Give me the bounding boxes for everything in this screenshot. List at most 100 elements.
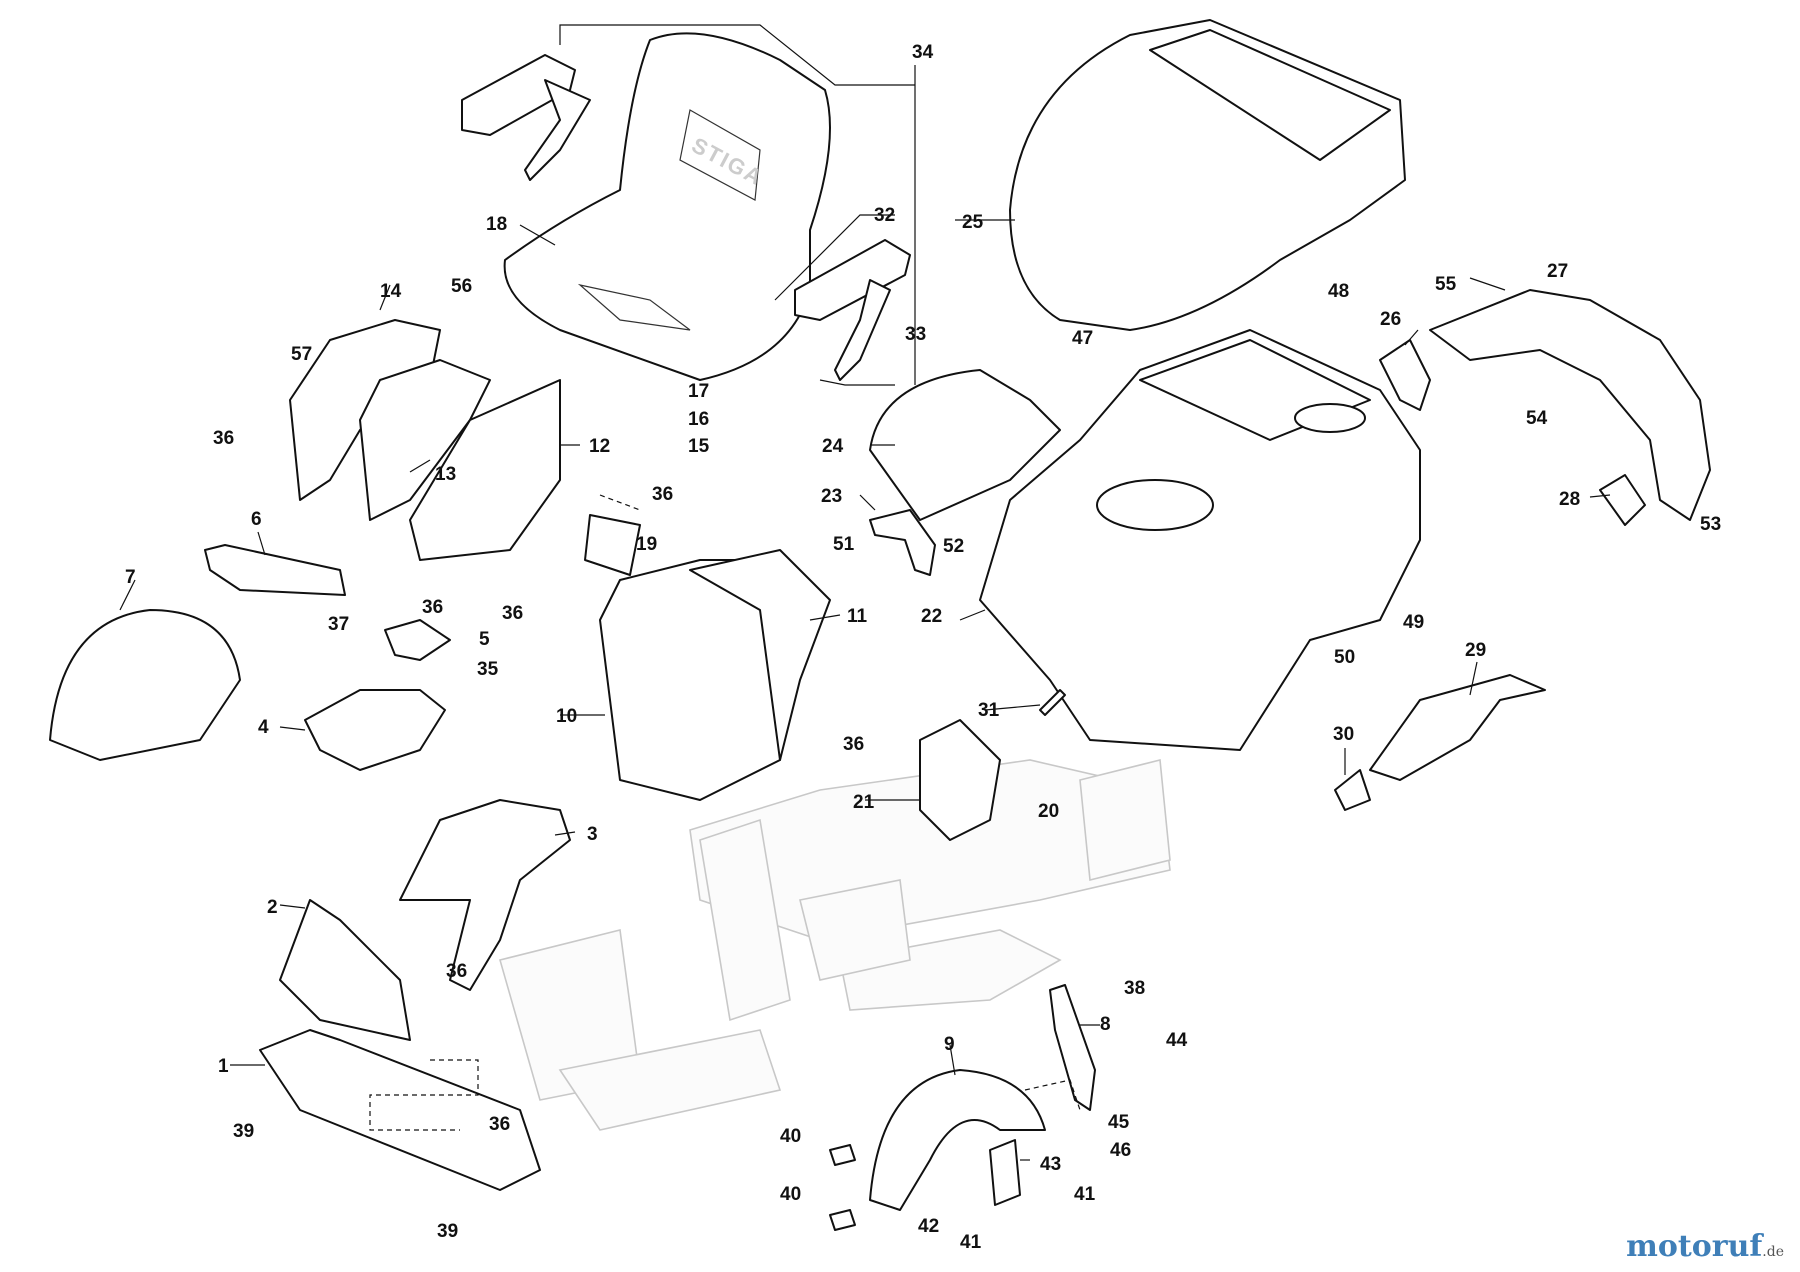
callout-31: 31: [978, 700, 1000, 721]
callout-43: 43: [1040, 1154, 1061, 1175]
clip-40a-part: [829, 1144, 856, 1166]
callout-9: 9: [944, 1034, 955, 1055]
callout-36a: 36: [213, 428, 234, 449]
console-right-part: [409, 379, 561, 561]
callout-1: 1: [218, 1056, 229, 1077]
callout-41b: 41: [960, 1232, 982, 1253]
callout-39a: 39: [233, 1121, 254, 1142]
callout-18: 18: [486, 214, 507, 235]
part-4-shape: [304, 689, 446, 771]
callout-15: 15: [688, 436, 710, 457]
callout-7: 7: [125, 567, 136, 588]
callout-44: 44: [1166, 1030, 1188, 1051]
callout-45: 45: [1108, 1112, 1130, 1133]
panel-24-part: [869, 369, 1061, 521]
callout-32: 32: [874, 205, 895, 226]
side-panel-29-part: [1369, 674, 1546, 781]
callout-36e: 36: [843, 734, 864, 755]
callout-51: 51: [833, 534, 855, 555]
callout-56: 56: [451, 276, 472, 297]
bracket-30-part: [1334, 769, 1371, 811]
bumper-1-part: [259, 1029, 541, 1191]
callout-30: 30: [1333, 724, 1354, 745]
pin-31-part: [1039, 689, 1066, 716]
callout-39b: 39: [437, 1221, 458, 1242]
dash-box-part: [599, 549, 831, 801]
callout-14: 14: [380, 281, 402, 302]
callout-23: 23: [821, 486, 842, 507]
part-3-shape: [399, 799, 571, 991]
callout-46: 46: [1110, 1140, 1131, 1161]
armrest-left-part: [461, 54, 591, 181]
callout-49: 49: [1403, 612, 1424, 633]
hood-top-part: [1009, 19, 1406, 331]
callout-53: 53: [1700, 514, 1721, 535]
callout-10: 10: [556, 706, 577, 727]
watermark-suffix: .de: [1762, 1244, 1784, 1260]
plate-19-part: [584, 514, 641, 576]
callout-47: 47: [1072, 328, 1093, 349]
callout-36d: 36: [502, 603, 523, 624]
callout-55: 55: [1435, 274, 1457, 295]
callout-40b: 40: [780, 1184, 801, 1205]
callout-42: 42: [918, 1216, 939, 1237]
fender-9-part: [869, 1069, 1046, 1211]
seat-part: STIGA: [503, 32, 831, 381]
leader-lines: [119, 24, 1611, 1161]
callout-8: 8: [1100, 1014, 1111, 1035]
plate-6-part: [204, 544, 346, 596]
wheel-cover-7-part: [49, 609, 241, 761]
clip-28-part: [1599, 474, 1646, 526]
callout-38: 38: [1124, 978, 1145, 999]
callout-29: 29: [1465, 640, 1486, 661]
body-shroud-part: [979, 329, 1421, 751]
callout-13: 13: [435, 464, 456, 485]
callout-19: 19: [636, 534, 657, 555]
callout-34: 34: [912, 42, 934, 63]
callout-36f: 36: [446, 961, 467, 982]
callout-28: 28: [1559, 489, 1580, 510]
callout-50: 50: [1334, 647, 1355, 668]
callout-33: 33: [905, 324, 926, 345]
part-43-shape: [989, 1139, 1021, 1206]
callout-36g: 36: [489, 1114, 510, 1135]
callout-25: 25: [962, 212, 984, 233]
callout-36c: 36: [422, 597, 443, 618]
callout-40a: 40: [780, 1126, 801, 1147]
rear-fender-part: [1429, 289, 1711, 521]
watermark-logo: motoruf.de: [1626, 1229, 1784, 1264]
callout-17: 17: [688, 381, 709, 402]
callout-57: 57: [291, 344, 312, 365]
clip-40b-part: [829, 1209, 856, 1231]
watermark-name: motoruf: [1626, 1229, 1763, 1264]
callout-20: 20: [1038, 801, 1059, 822]
callout-36b: 36: [652, 484, 673, 505]
callout-35: 35: [477, 659, 499, 680]
callout-2: 2: [267, 897, 278, 918]
callout-37: 37: [328, 614, 349, 635]
callout-12: 12: [589, 436, 610, 457]
bracket-23-part: [869, 509, 936, 576]
callout-27: 27: [1547, 261, 1568, 282]
callout-41a: 41: [1074, 1184, 1096, 1205]
chassis-frame: [499, 758, 1171, 1131]
callout-48: 48: [1328, 281, 1349, 302]
callout-54: 54: [1526, 408, 1548, 429]
callout-5: 5: [479, 629, 490, 650]
callout-26: 26: [1380, 309, 1401, 330]
callout-numbers: 1 2 3 4 5 6 7 8 9 10 11 12 13 14 15 16 1…: [125, 42, 1721, 1253]
callout-6: 6: [251, 509, 262, 530]
part-8-shape: [1049, 984, 1096, 1111]
console-left-part: [289, 319, 491, 521]
callout-16: 16: [688, 409, 709, 430]
part-5-shape: [384, 619, 451, 661]
callout-22: 22: [921, 606, 942, 627]
callout-21: 21: [853, 792, 875, 813]
callout-4: 4: [258, 717, 269, 738]
callout-3: 3: [587, 824, 598, 845]
callout-11: 11: [847, 606, 868, 627]
part-21-shape: [919, 719, 1001, 841]
part-2-shape: [279, 899, 411, 1041]
callout-52: 52: [943, 536, 964, 557]
